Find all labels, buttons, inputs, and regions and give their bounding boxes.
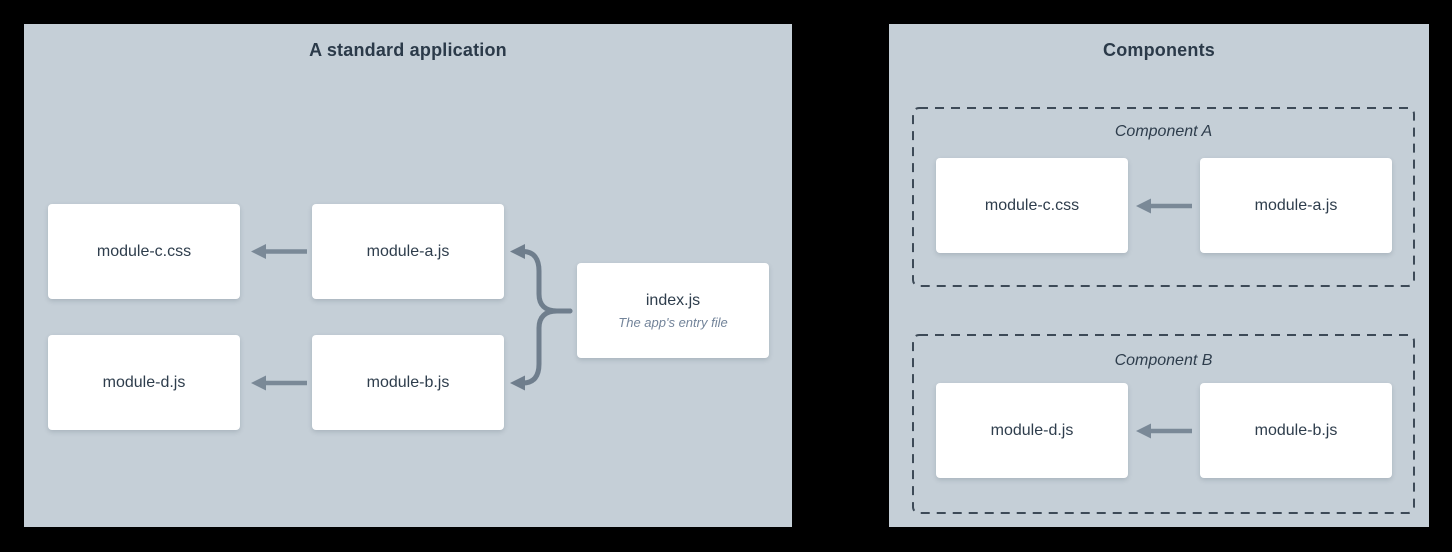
node-sublabel: The app's entry file	[618, 314, 728, 330]
node-label: module-d.js	[102, 373, 186, 391]
brace-branch-to-module-b	[520, 308, 573, 386]
arrow-module-a-to-module-c	[251, 244, 307, 259]
node-label: module-c.css	[96, 242, 192, 260]
node-label: module-a.js	[1254, 196, 1338, 214]
brace-branch-to-module-a	[520, 249, 573, 314]
node-label: module-b.js	[1254, 421, 1338, 439]
node-module-d-js: module-d.js	[48, 335, 240, 430]
node-module-c-css: module-c.css	[48, 204, 240, 299]
left-panel-title: A standard application	[309, 40, 507, 60]
arrow-module-b-to-module-d-grouped	[1136, 423, 1192, 439]
node-label: module-c.css	[984, 196, 1080, 214]
node-label: module-a.js	[366, 242, 450, 260]
node-label: module-b.js	[366, 373, 450, 391]
node-index-js: index.js The app's entry file	[577, 263, 769, 358]
brace-connector-index	[510, 244, 573, 391]
panel-standard-application: A standard application module-c.css	[24, 24, 792, 527]
component-b-label: Component B	[1114, 352, 1213, 369]
node-component-b-module-b-js: module-b.js	[1200, 383, 1392, 478]
node-component-a-module-c-css: module-c.css	[936, 158, 1128, 253]
arrow-head-icon	[251, 244, 266, 259]
arrow-module-b-to-module-d	[251, 375, 307, 391]
arrow-head-icon	[251, 375, 266, 391]
arrow-head-icon	[1136, 198, 1151, 214]
arrow-module-a-to-module-c-grouped	[1136, 198, 1192, 214]
node-label: module-d.js	[990, 421, 1074, 439]
right-panel-title: Components	[1103, 40, 1215, 60]
panel-components: Components Component A module-c.css modu…	[889, 24, 1429, 527]
arrow-head-icon	[510, 375, 525, 391]
node-module-a-js: module-a.js	[312, 204, 504, 299]
arrow-head-icon	[1136, 423, 1151, 439]
component-a-label: Component A	[1114, 123, 1213, 140]
node-component-a-module-a-js: module-a.js	[1200, 158, 1392, 253]
node-module-b-js: module-b.js	[312, 335, 504, 430]
node-label: index.js	[645, 291, 701, 309]
arrow-head-icon	[510, 244, 525, 259]
node-component-b-module-d-js: module-d.js	[936, 383, 1128, 478]
